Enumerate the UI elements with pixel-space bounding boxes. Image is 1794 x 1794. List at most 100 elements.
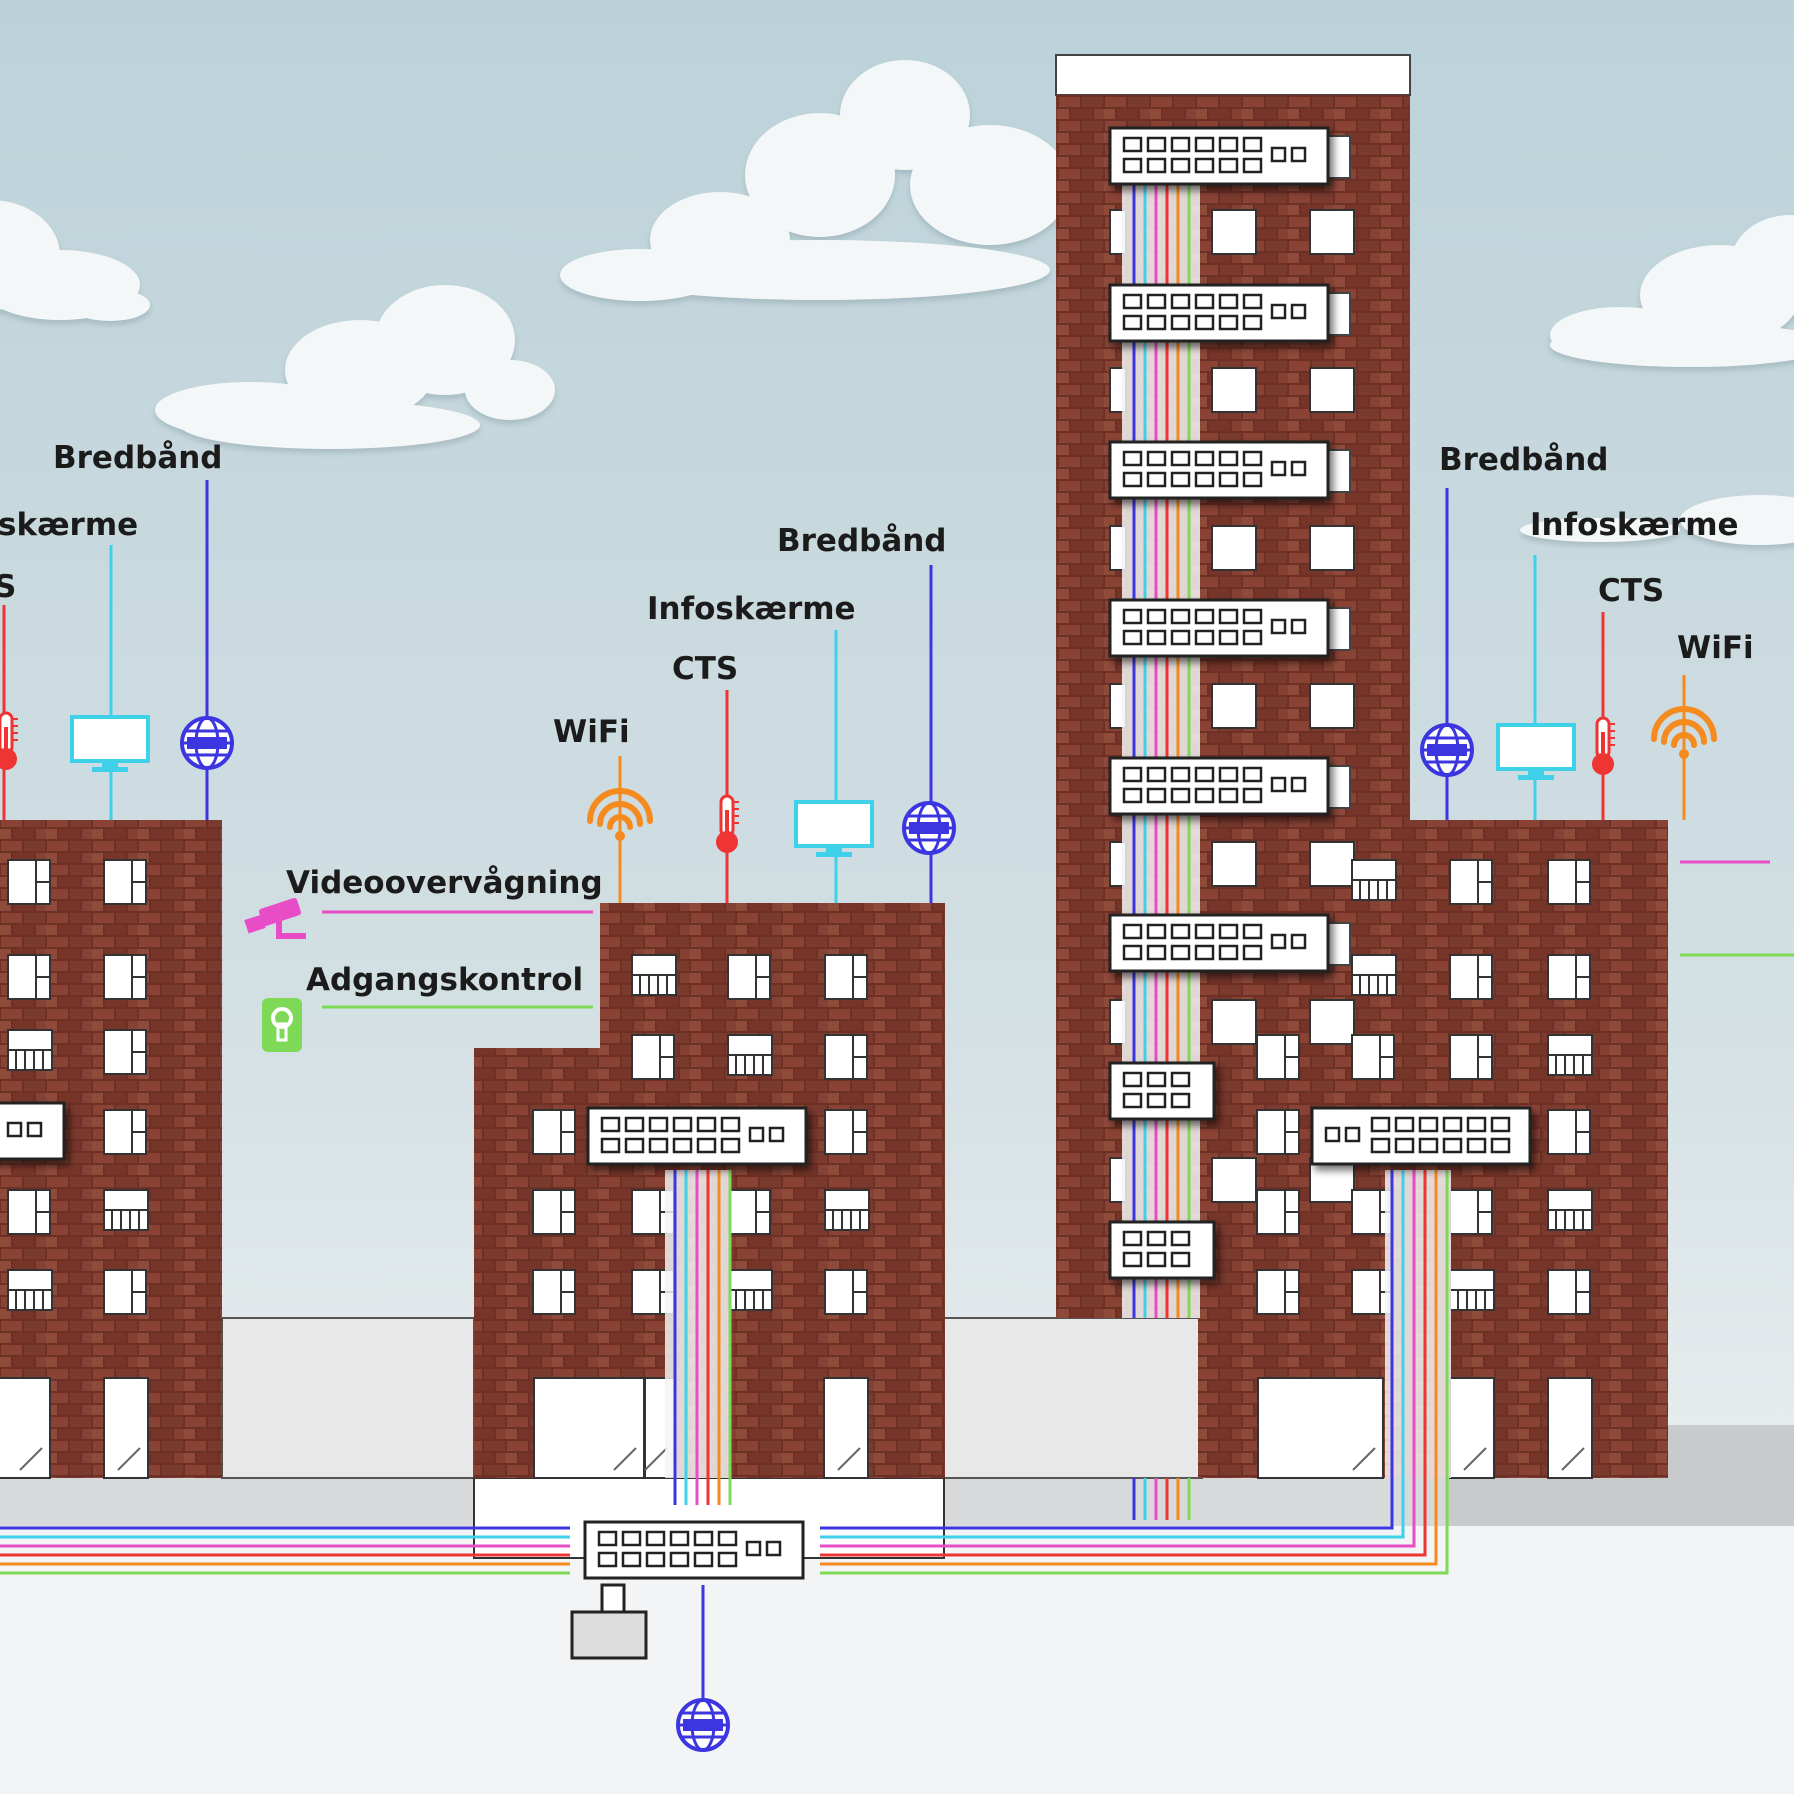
window [1309,209,1355,255]
window [631,1034,675,1080]
globe-icon [902,801,956,855]
window [1351,954,1397,996]
window [1211,999,1257,1045]
label-bredbaand-middle: Bredbånd [777,523,947,559]
window [103,1189,149,1231]
globe-icon [1420,723,1474,777]
label-wifi-middle: WiFi [553,714,630,750]
window [1256,1034,1300,1080]
window [1449,1034,1493,1080]
window [727,1189,771,1235]
window [1309,999,1355,1045]
window [1309,841,1355,887]
window [1309,525,1355,571]
switches [0,126,1532,1580]
tower-lower-switch [1108,1061,1216,1121]
window [7,1029,53,1071]
window [727,1269,773,1311]
thermometer-icon [0,711,18,770]
thermometer-icon [716,794,739,853]
window [1547,1269,1591,1315]
window [7,1189,51,1235]
window [532,1269,576,1315]
tower-floor-switch [1108,913,1330,973]
window [824,954,868,1000]
trunk-right [820,1170,1394,1530]
window [532,1189,576,1235]
cables [0,160,1794,1700]
door [0,1377,51,1479]
tower-floor-switch [1108,283,1330,343]
left-building-switch [0,1101,66,1161]
window [7,954,51,1000]
globe-icon [180,716,234,770]
tower-lower-switch [1108,1220,1216,1280]
window [1547,1109,1591,1155]
window [824,1034,868,1080]
window [1547,954,1591,1000]
wifi-icon [1651,706,1717,759]
window [1309,683,1355,729]
trunk-right [820,1170,1427,1557]
tower-floor-switch [1108,126,1330,186]
label-infoskaerme-right: Infoskærme [1530,507,1739,543]
tower-riser [1132,160,1191,1318]
window [824,1109,868,1155]
window [1351,859,1397,901]
cloud-left [0,200,150,321]
door [1449,1377,1495,1479]
cloud-center-left [155,285,555,449]
cloud-right-small [1520,495,1794,545]
window [532,1109,576,1155]
monitor-icon [1496,723,1576,780]
window [1547,1034,1593,1076]
window [1547,1189,1593,1231]
window [727,1034,773,1076]
window [1211,841,1257,887]
right-building-switch [1310,1106,1532,1166]
monitor-icon [794,800,874,857]
label-cts-right: CTS [1598,573,1664,609]
window [824,1269,868,1315]
window [103,1269,147,1315]
cloud-center [560,60,1070,301]
label-infoskaerme-middle: Infoskærme [647,591,856,627]
middle-riser [673,1170,732,1505]
label-cts-middle: CTS [672,651,738,687]
window [727,954,771,1000]
label-bredbaand-left: Bredbånd [53,440,223,476]
cloud-right [1550,215,1794,367]
window [1351,1034,1395,1080]
window [1256,1189,1300,1235]
door [1547,1377,1593,1479]
main-switch [583,1520,805,1580]
tower-floor-switch [1108,440,1330,500]
trunk-right [820,1170,1416,1548]
door [1257,1377,1384,1479]
window [1211,683,1257,729]
window [1449,1269,1495,1311]
window [824,1189,870,1231]
connector-wall-left [221,1317,475,1479]
window [1211,209,1257,255]
label-bredbaand-right: Bredbånd [1439,442,1609,478]
trunk-right [820,1170,1449,1575]
server-box-icon [570,1583,648,1660]
window [103,859,147,905]
window [1256,1109,1300,1155]
wifi-icon [587,788,653,841]
door [823,1377,869,1479]
monitor-icon [70,715,150,772]
thermometer-icon [1592,716,1615,775]
label-video: Videoovervågning [286,865,603,901]
tower-drop [1132,1478,1191,1520]
window [1547,859,1591,905]
icons [0,706,1717,1752]
label-infoskaerme-left: skærme [0,507,138,543]
trunk-right [820,1170,1438,1566]
riser-channel [1385,1170,1451,1478]
window [1449,954,1493,1000]
trunk-right [820,1170,1405,1539]
